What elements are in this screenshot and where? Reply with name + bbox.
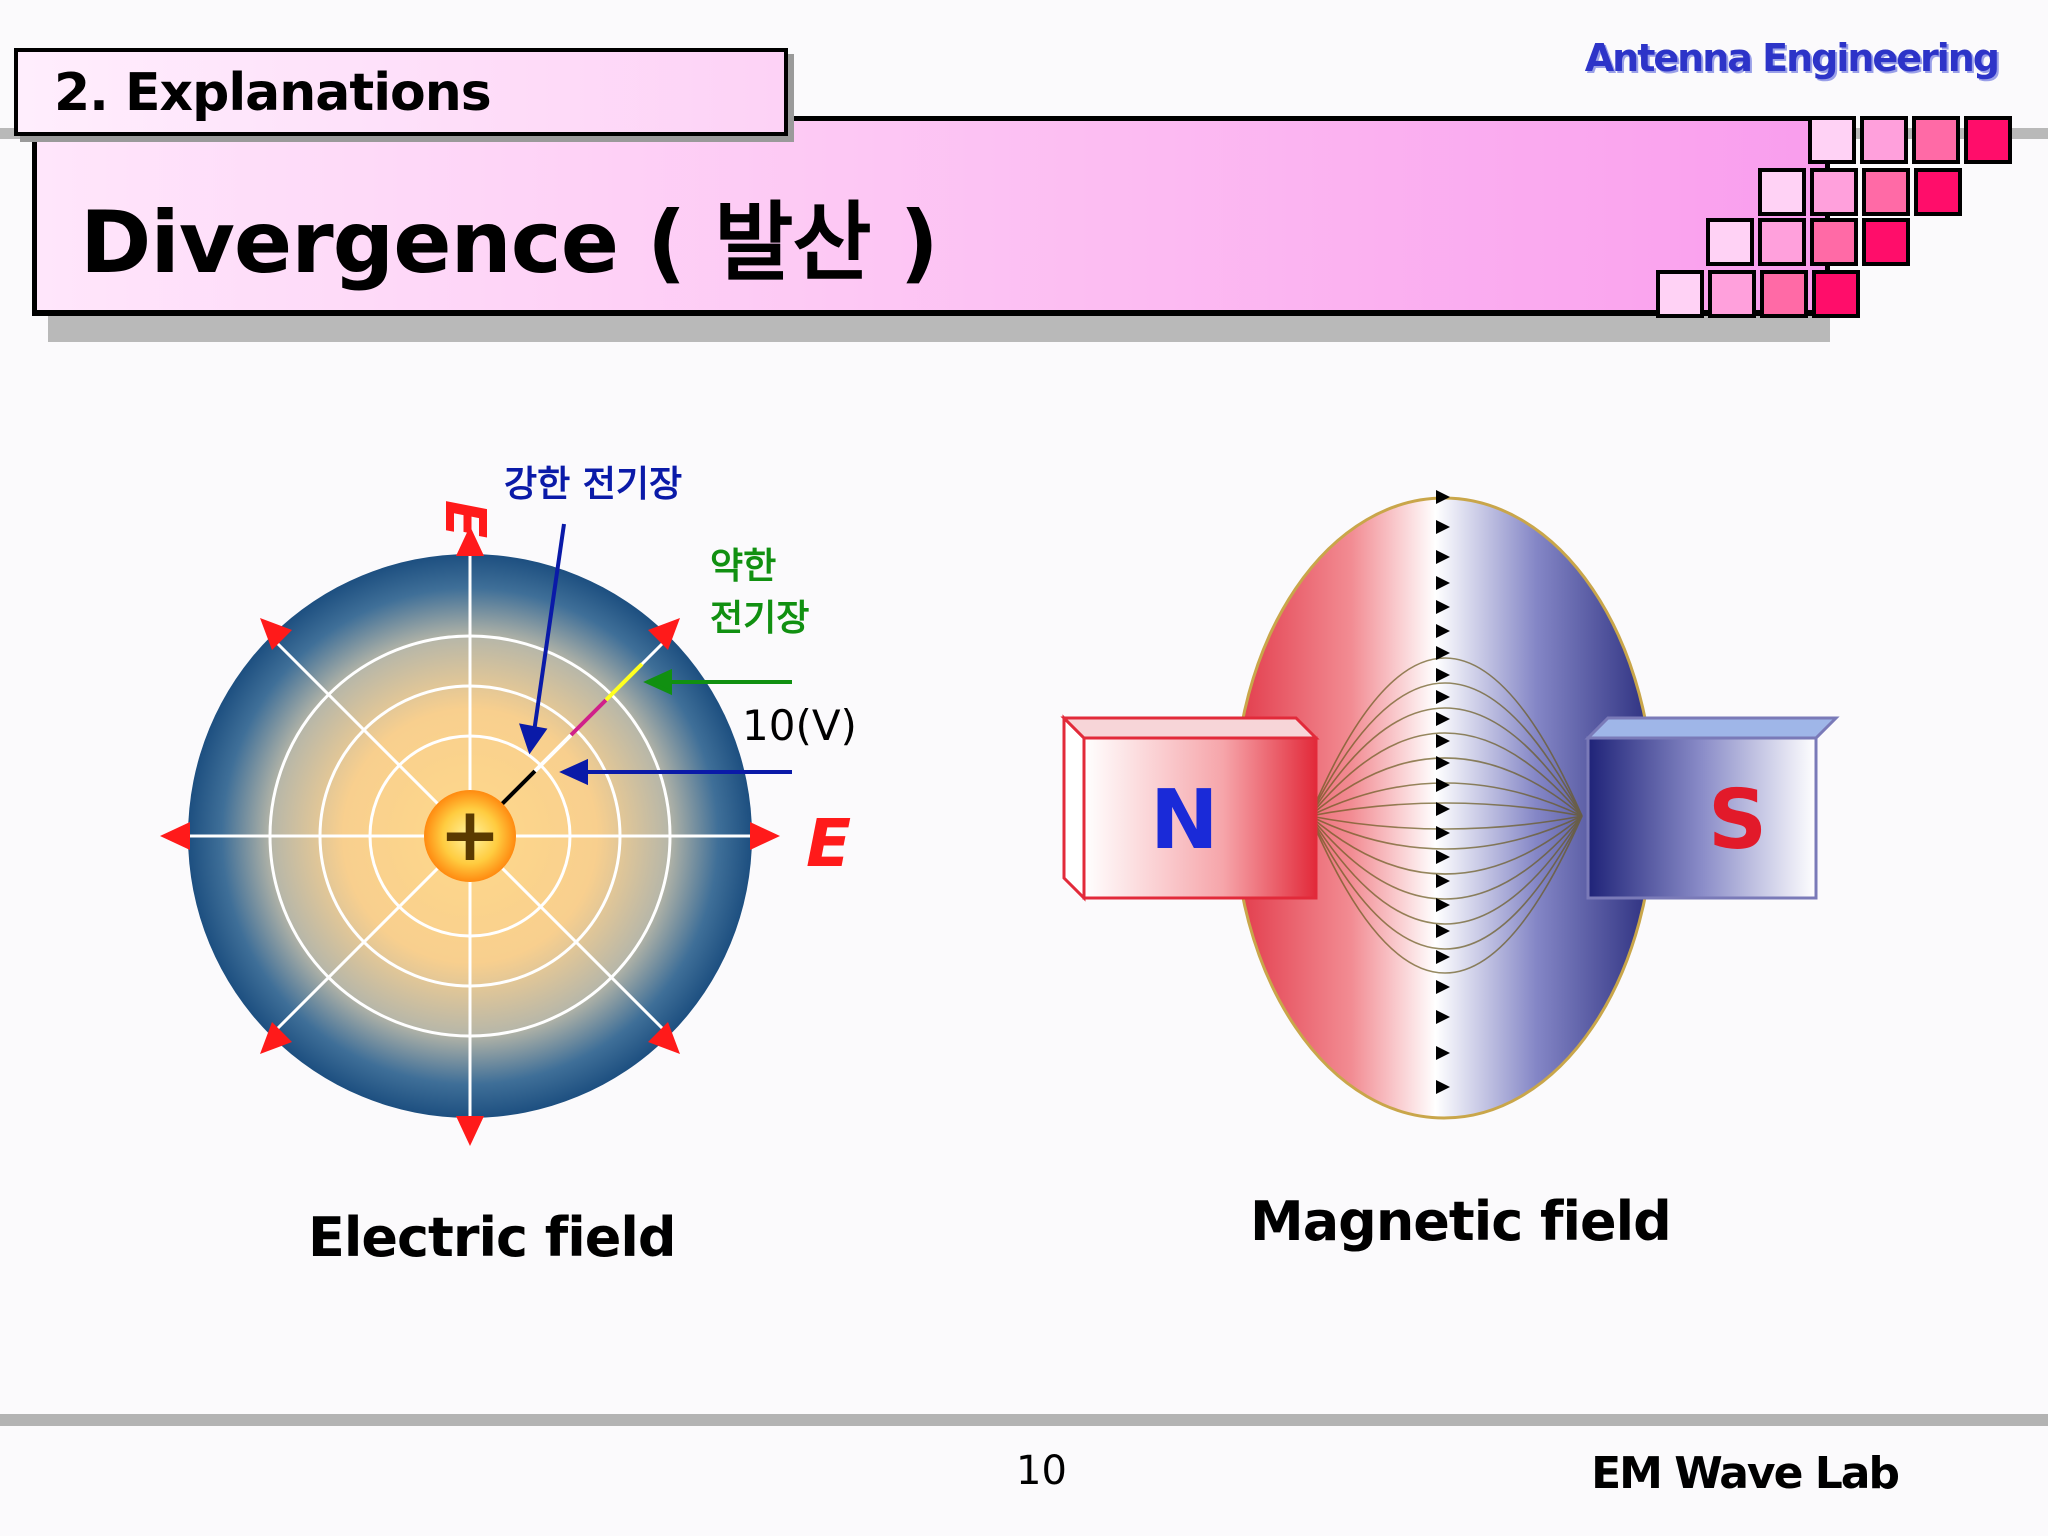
page-number: 10 [1016,1448,1067,1494]
lab-name: EM Wave Lab [1591,1448,1900,1499]
tile [1860,116,1908,164]
tile [1810,218,1858,266]
tile [1810,168,1858,216]
strong-field-arrow [519,523,566,755]
footer-line [0,1414,2048,1426]
title-underline [32,310,1830,316]
field-direction-arrows [1436,490,1450,1094]
charge-sign: + [439,792,501,878]
tile [1758,218,1806,266]
course-title: Antenna Engineering [1584,36,2000,80]
field-arrowheads [160,526,780,1146]
tile [1912,116,1960,164]
south-label: S [1708,773,1767,868]
tile [1758,168,1806,216]
voltage-label: 10(V) [742,701,857,750]
magnetic-field-caption: Magnetic field [1250,1190,1672,1253]
magnetic-field-diagram: N S [1060,490,1840,1120]
north-magnet [1060,714,1320,902]
tile [1862,218,1910,266]
tile [1656,270,1704,318]
tile [1914,168,1962,216]
north-label: N [1150,773,1219,868]
tile [1808,116,1856,164]
charge-circle [424,790,516,882]
weak-field-arrow [643,668,792,696]
electric-field-caption: Electric field [308,1206,677,1269]
title-box [32,116,1830,316]
weak-field-label-line1: 약한 [710,546,776,587]
tile [1760,270,1808,318]
tile [1862,168,1910,216]
slide-title: Divergence ( 발산 ) [80,193,939,293]
tile [1812,270,1860,318]
tile [1964,116,2012,164]
south-magnet [1584,716,1840,900]
section-label: 2. Explanations [54,63,492,123]
electric-field-diagram: + E 강한 전기장 약한 전기장 10(V) E [160,464,857,1146]
tile [1708,270,1756,318]
voltage-arrow [559,758,792,786]
field-symbol-right: E [806,805,851,882]
strong-field-label: 강한 전기장 [504,464,682,505]
tile [1706,218,1754,266]
weak-field-label-line2: 전기장 [710,598,809,639]
field-line-arcs [1309,657,1583,974]
field-symbol-top: E [432,500,497,538]
section-tab [14,48,788,136]
